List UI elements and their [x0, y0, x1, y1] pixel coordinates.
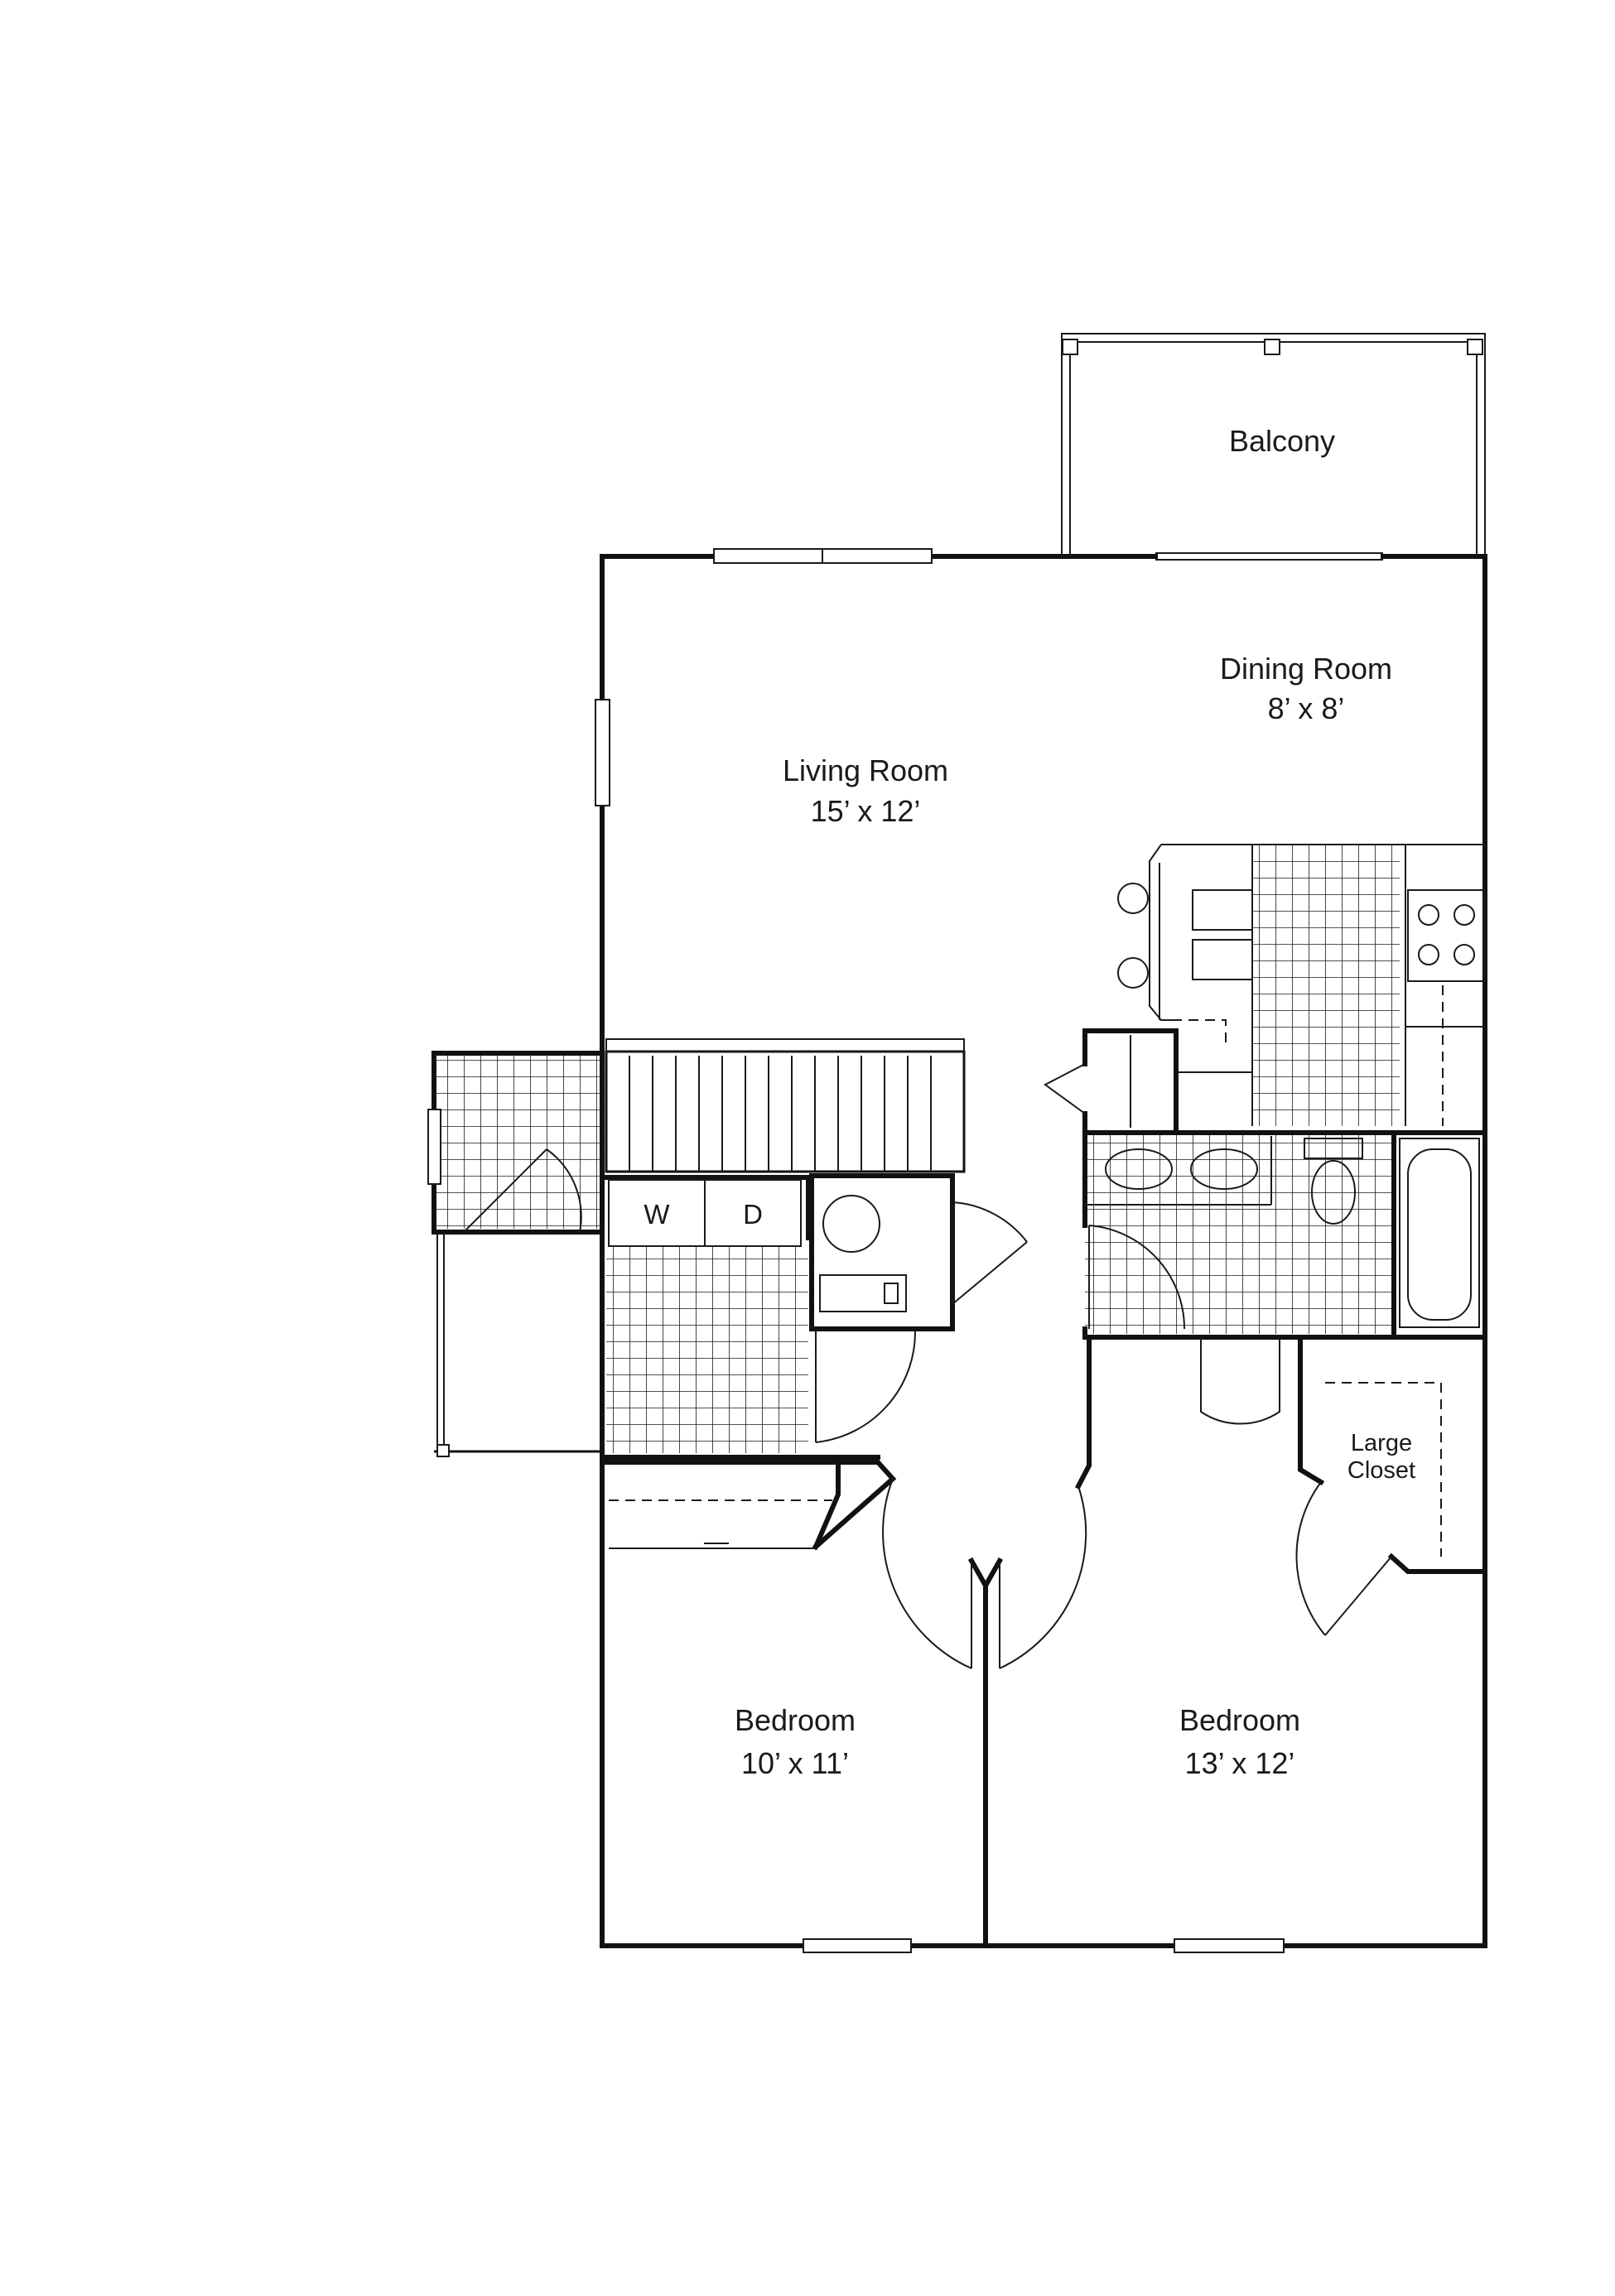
- living-room-size: 15’ x 12’: [811, 794, 921, 828]
- utility-closet: [809, 1173, 1028, 1331]
- pantry-closet: [1044, 1028, 1179, 1135]
- bathroom-tile-floor: [1085, 1133, 1391, 1334]
- bedroom-right-size: 13’ x 12’: [1185, 1746, 1295, 1780]
- hall-and-doors: [882, 1335, 1280, 1948]
- entry-vestibule: [427, 1051, 605, 1457]
- bedroom-left-size: 10’ x 11’: [741, 1746, 849, 1780]
- laundry-room: [602, 1175, 917, 1460]
- bedroom-right-label: Bedroom: [1179, 1703, 1300, 1737]
- dining-room-label: Dining Room: [1220, 652, 1392, 686]
- stairs: [605, 1038, 966, 1173]
- dining-room-size: 8’ x 8’: [1268, 691, 1345, 725]
- balcony: [1061, 333, 1486, 556]
- large-closet: [1295, 1335, 1487, 1636]
- windows: [595, 548, 1383, 1953]
- kitchen-tile-floor: [1252, 845, 1400, 1126]
- kitchen: [1117, 844, 1486, 1126]
- laundry-tile-floor: [606, 1246, 808, 1453]
- bedroom-left-closet: [602, 1460, 897, 1551]
- closet-label-line2: Closet: [1347, 1457, 1415, 1484]
- bedroom-left-label: Bedroom: [735, 1703, 856, 1737]
- balcony-label: Balcony: [1229, 424, 1335, 458]
- entry-tile-floor: [434, 1053, 605, 1229]
- bathroom: [1082, 1130, 1487, 1340]
- dryer-label: D: [743, 1199, 763, 1230]
- washer-label: W: [644, 1199, 670, 1230]
- exterior-walls: [600, 554, 1487, 1948]
- living-room-label: Living Room: [783, 753, 948, 787]
- closet-label-line1: Large: [1351, 1430, 1412, 1456]
